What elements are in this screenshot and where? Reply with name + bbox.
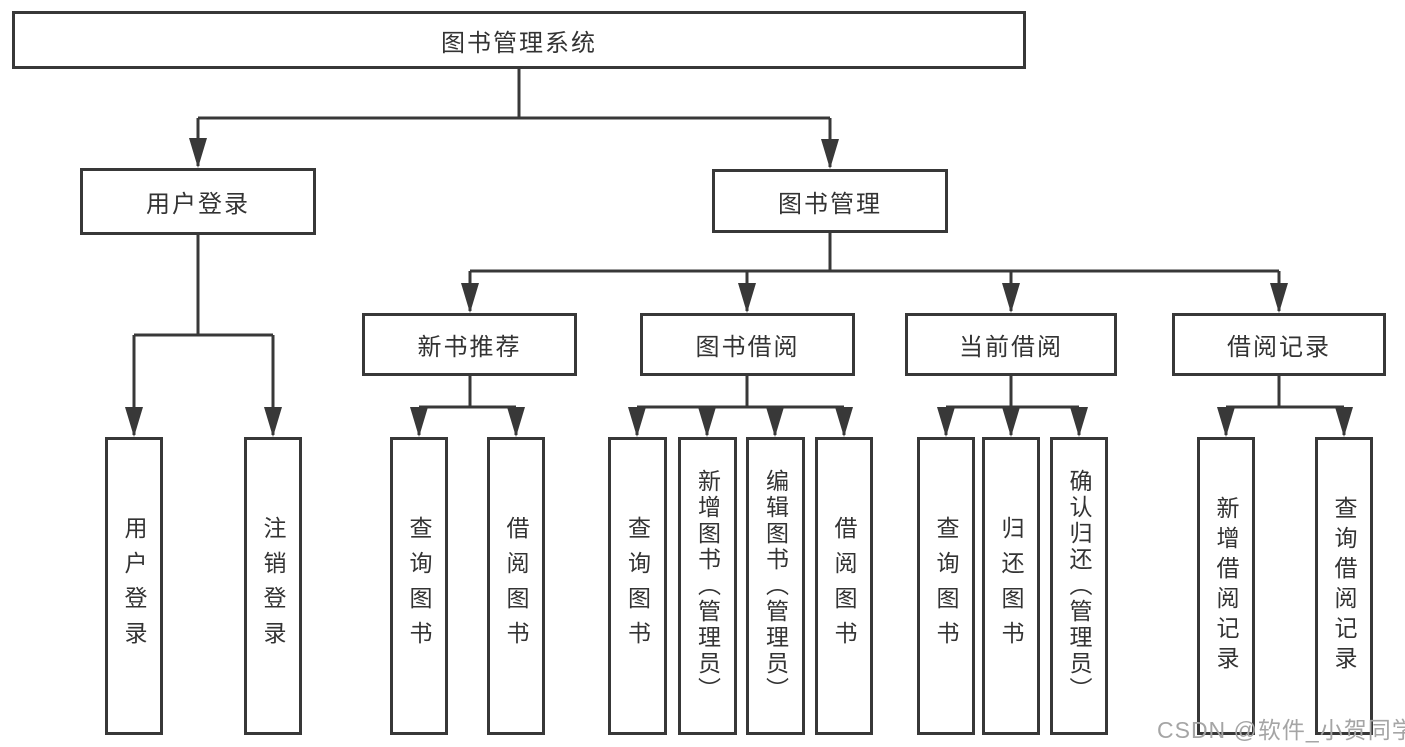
leaf-return-books: 归还图书 [982,437,1040,735]
leaf-borrow-books-recommend: 借阅图书 [487,437,545,735]
node-borrowing-records: 借阅记录 [1172,313,1386,376]
leaf-logout: 注销登录 [244,437,302,735]
arrowhead-icons [125,138,1353,437]
leaf-add-book-admin: 新增图书（管理员） [678,437,737,735]
leaf-edit-book-admin: 编辑图书（管理员） [746,437,805,735]
leaf-query-books-borrowing: 查询图书 [608,437,667,735]
csdn-watermark: CSDN @软件_小贺同学 [1157,717,1405,743]
leaf-query-borrow-record: 查询借阅记录 [1315,437,1373,735]
leaf-add-borrow-record: 新增借阅记录 [1197,437,1255,735]
node-new-book-recommend: 新书推荐 [362,313,577,376]
node-book-management: 图书管理 [712,169,948,233]
node-current-borrowing: 当前借阅 [905,313,1117,376]
node-user-login: 用户登录 [80,168,316,235]
tree-edges [132,69,1346,435]
leaf-confirm-return-admin: 确认归还（管理员） [1050,437,1108,735]
node-library-management-system: 图书管理系统 [12,11,1026,69]
leaf-query-books-recommend: 查询图书 [390,437,448,735]
leaf-borrow-books-borrowing: 借阅图书 [815,437,873,735]
leaf-query-books-current: 查询图书 [917,437,975,735]
node-book-borrowing: 图书借阅 [640,313,855,376]
leaf-user-login: 用户登录 [105,437,163,735]
